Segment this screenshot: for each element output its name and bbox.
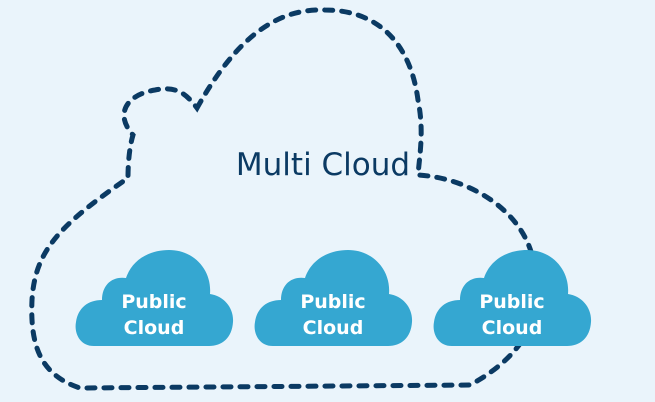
diagram-title: Multi Cloud bbox=[236, 147, 410, 183]
multi-cloud-outline bbox=[29, 7, 541, 391]
public-cloud-2: Public Cloud bbox=[254, 250, 413, 346]
cloud-label-line1: Public bbox=[121, 291, 186, 313]
cloud-shape bbox=[254, 250, 413, 346]
cloud-label-line2: Cloud bbox=[124, 317, 185, 339]
cloud-label-line2: Cloud bbox=[303, 317, 364, 339]
public-cloud-1: Public Cloud bbox=[75, 250, 234, 346]
public-cloud-3: Public Cloud bbox=[433, 250, 592, 346]
cloud-shape bbox=[433, 250, 592, 346]
cloud-label-line1: Public bbox=[300, 291, 365, 313]
cloud-label-line1: Public bbox=[479, 291, 544, 313]
cloud-shape bbox=[75, 250, 234, 346]
cloud-label-line2: Cloud bbox=[482, 317, 543, 339]
